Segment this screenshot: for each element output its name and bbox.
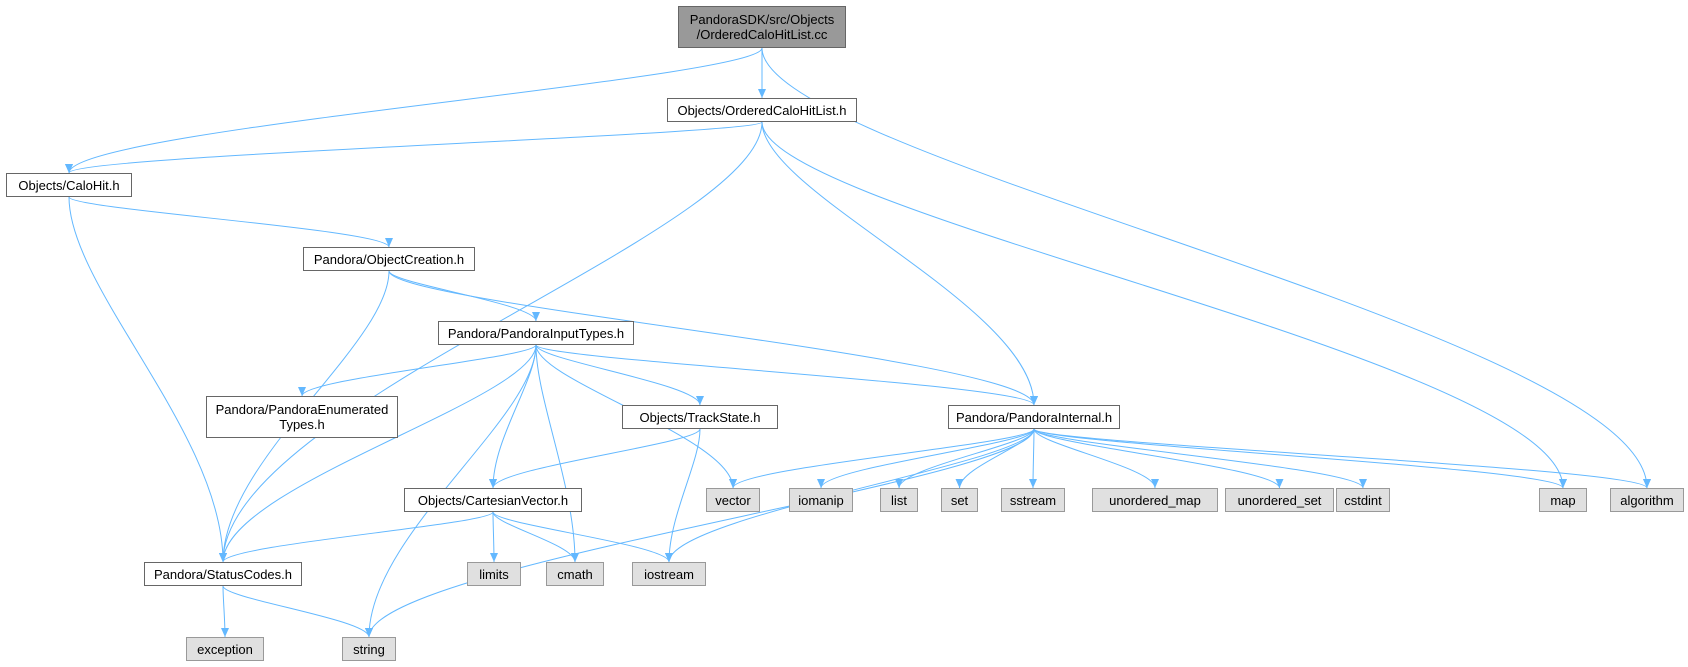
node-vector[interactable]: vector	[706, 488, 760, 512]
edge-inputtypes-to-string	[365, 344, 537, 638]
edge-internal-to-cstdint	[1033, 428, 1367, 489]
node-list[interactable]: list	[880, 488, 918, 512]
edge-inputtypes-to-enumtypes	[298, 344, 537, 397]
node-map[interactable]: map	[1539, 488, 1587, 512]
node-calohit[interactable]: Objects/CaloHit.h	[6, 173, 132, 197]
edge-internal-to-vector	[729, 428, 1035, 489]
edge-ochl_h-to-calohit	[65, 121, 763, 174]
edge-inputtypes-to-trackstate	[535, 344, 704, 406]
edge-internal-to-map	[1033, 428, 1567, 489]
node-algorithm[interactable]: algorithm	[1610, 488, 1684, 512]
node-internal[interactable]: Pandora/PandoraInternal.h	[948, 405, 1120, 429]
node-exception[interactable]: exception	[186, 637, 264, 661]
edge-calohit-to-objcreation	[68, 196, 393, 248]
edge-internal-to-unordered_set	[1033, 428, 1284, 489]
node-ochl_h[interactable]: Objects/OrderedCaloHitList.h	[667, 98, 857, 122]
edge-layer	[65, 47, 1651, 638]
edge-ochl_h-to-internal	[761, 121, 1038, 406]
edge-inputtypes-to-cmath	[535, 344, 579, 563]
node-iostream[interactable]: iostream	[632, 562, 706, 586]
node-root[interactable]: PandoraSDK/src/Objects /OrderedCaloHitLi…	[678, 6, 846, 48]
edge-internal-to-iomanip	[817, 428, 1035, 489]
edge-inputtypes-to-internal	[535, 344, 1038, 406]
edge-ochl_h-to-map	[761, 121, 1567, 489]
edge-root-to-algorithm	[761, 47, 1651, 489]
edge-inputtypes-to-cartesian	[489, 344, 537, 489]
node-sstream[interactable]: sstream	[1001, 488, 1065, 512]
edge-objcreation-to-internal	[388, 270, 1038, 406]
node-limits[interactable]: limits	[467, 562, 521, 586]
edge-calohit-to-statuscodes	[68, 196, 227, 563]
node-enumtypes[interactable]: Pandora/PandoraEnumerated Types.h	[206, 396, 398, 438]
edge-statuscodes-to-string	[222, 585, 373, 638]
node-unordered_map[interactable]: unordered_map	[1092, 488, 1218, 512]
node-cmath[interactable]: cmath	[546, 562, 604, 586]
node-inputtypes[interactable]: Pandora/PandoraInputTypes.h	[438, 321, 634, 345]
edge-cartesian-to-limits	[489, 511, 498, 563]
node-trackstate[interactable]: Objects/TrackState.h	[622, 405, 778, 429]
edge-trackstate-to-iostream	[665, 428, 701, 563]
edge-cartesian-to-iostream	[492, 511, 673, 563]
node-set[interactable]: set	[941, 488, 978, 512]
edge-inputtypes-to-statuscodes	[219, 344, 537, 563]
node-string[interactable]: string	[342, 637, 396, 661]
node-unordered_set[interactable]: unordered_set	[1225, 488, 1334, 512]
edge-internal-to-string	[365, 428, 1035, 638]
node-cstdint[interactable]: cstdint	[1336, 488, 1390, 512]
edge-statuscodes-to-exception	[220, 585, 229, 638]
edge-cartesian-to-statuscodes	[219, 511, 494, 563]
edge-internal-to-unordered_map	[1033, 428, 1159, 489]
edge-internal-to-sstream	[1029, 428, 1038, 489]
node-objcreation[interactable]: Pandora/ObjectCreation.h	[303, 247, 475, 271]
edge-root-to-calohit	[65, 47, 763, 174]
edge-cartesian-to-cmath	[492, 511, 579, 563]
node-statuscodes[interactable]: Pandora/StatusCodes.h	[144, 562, 302, 586]
node-iomanip[interactable]: iomanip	[789, 488, 853, 512]
node-cartesian[interactable]: Objects/CartesianVector.h	[404, 488, 582, 512]
edge-internal-to-list	[895, 428, 1035, 489]
edge-internal-to-algorithm	[1033, 428, 1651, 489]
edge-trackstate-to-cartesian	[489, 428, 701, 489]
